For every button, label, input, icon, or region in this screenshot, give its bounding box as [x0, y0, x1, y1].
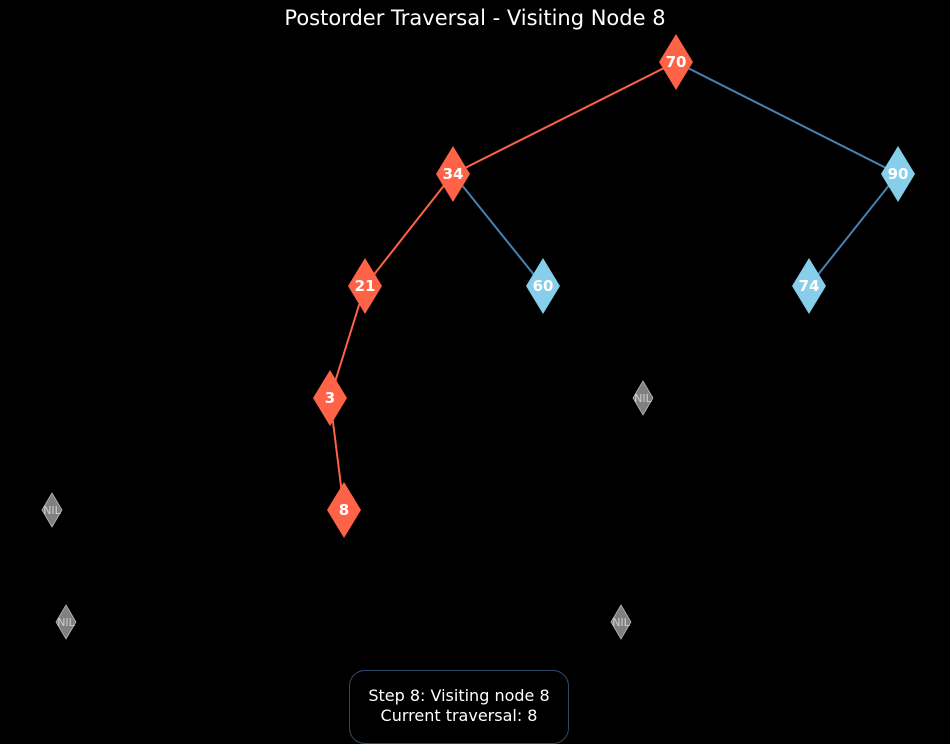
node-label: NIL — [43, 504, 61, 517]
nil-node: NIL — [610, 604, 632, 640]
tree-node-70: 70 — [659, 34, 693, 90]
node-shape — [610, 604, 632, 640]
node-shape — [327, 482, 361, 538]
node-shape — [348, 258, 382, 314]
node-shape — [659, 34, 693, 90]
node-shape — [881, 146, 915, 202]
tree-edge-n34-n60 — [452, 173, 544, 287]
traversal-text: Current traversal: 8 — [380, 706, 538, 725]
node-label: 8 — [339, 501, 349, 519]
node-shape — [41, 492, 63, 528]
tree-node-60: 60 — [526, 258, 560, 314]
nil-node: NIL — [632, 380, 654, 416]
tree-edge-n70-n34 — [452, 61, 677, 175]
nil-node: NIL — [55, 604, 77, 640]
tree-edge-n21-n3 — [329, 285, 366, 399]
node-shape — [55, 604, 77, 640]
diagram-title: Postorder Traversal - Visiting Node 8 — [284, 6, 666, 30]
tree-node-21: 21 — [348, 258, 382, 314]
tree-edge-n70-n90 — [675, 61, 899, 175]
node-label: 3 — [325, 389, 335, 407]
node-shape — [632, 380, 654, 416]
step-text: Step 8: Visiting node 8 — [368, 686, 550, 705]
node-label: 90 — [888, 165, 909, 183]
node-label: NIL — [634, 392, 652, 405]
tree-edge-n90-n74 — [808, 173, 899, 287]
node-shape — [436, 146, 470, 202]
node-label: 34 — [443, 165, 464, 183]
tree-node-34: 34 — [436, 146, 470, 202]
nil-node: NIL — [41, 492, 63, 528]
tree-node-74: 74 — [792, 258, 826, 314]
tree-edge-n34-n21 — [364, 173, 454, 287]
node-shape — [526, 258, 560, 314]
node-label: NIL — [612, 616, 630, 629]
tree-node-90: 90 — [881, 146, 915, 202]
node-label: 74 — [799, 277, 820, 295]
tree-node-3: 3 — [313, 370, 347, 426]
node-label: 21 — [355, 277, 376, 295]
node-shape — [313, 370, 347, 426]
node-label: NIL — [57, 616, 75, 629]
node-shape — [792, 258, 826, 314]
status-box: Step 8: Visiting node 8 Current traversa… — [349, 670, 569, 744]
node-label: 70 — [666, 53, 687, 71]
node-label: 60 — [533, 277, 554, 295]
tree-node-8: 8 — [327, 482, 361, 538]
